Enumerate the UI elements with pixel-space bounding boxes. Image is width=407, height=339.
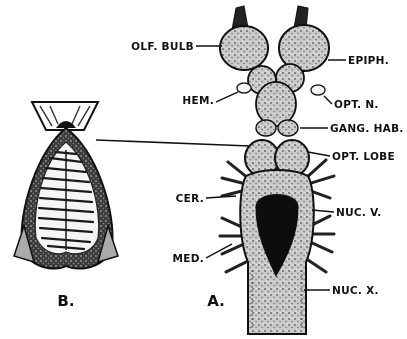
label-nuc-x: NUC. X. <box>332 285 379 297</box>
label-opt-lobe: OPT. LOBE <box>332 151 395 163</box>
label-epiph: EPIPH. <box>348 55 389 67</box>
panel-label-b: B. <box>57 292 74 310</box>
figure-b-cerebellum-section <box>14 102 118 269</box>
label-cer: CER. <box>176 193 204 205</box>
label-olf-bulb: OLF. BULB <box>131 41 194 53</box>
label-opt-n: OPT. N. <box>334 99 379 111</box>
label-nuc-v: NUC. V. <box>336 207 382 219</box>
label-hem: HEM. <box>182 95 214 107</box>
label-med: MED. <box>172 253 204 265</box>
pointer-line-b-to-a <box>96 140 250 146</box>
panel-label-a: A. <box>207 292 225 310</box>
label-gang-hab: GANG. HAB. <box>330 123 404 135</box>
figure-a-brain-dorsal <box>220 6 334 334</box>
